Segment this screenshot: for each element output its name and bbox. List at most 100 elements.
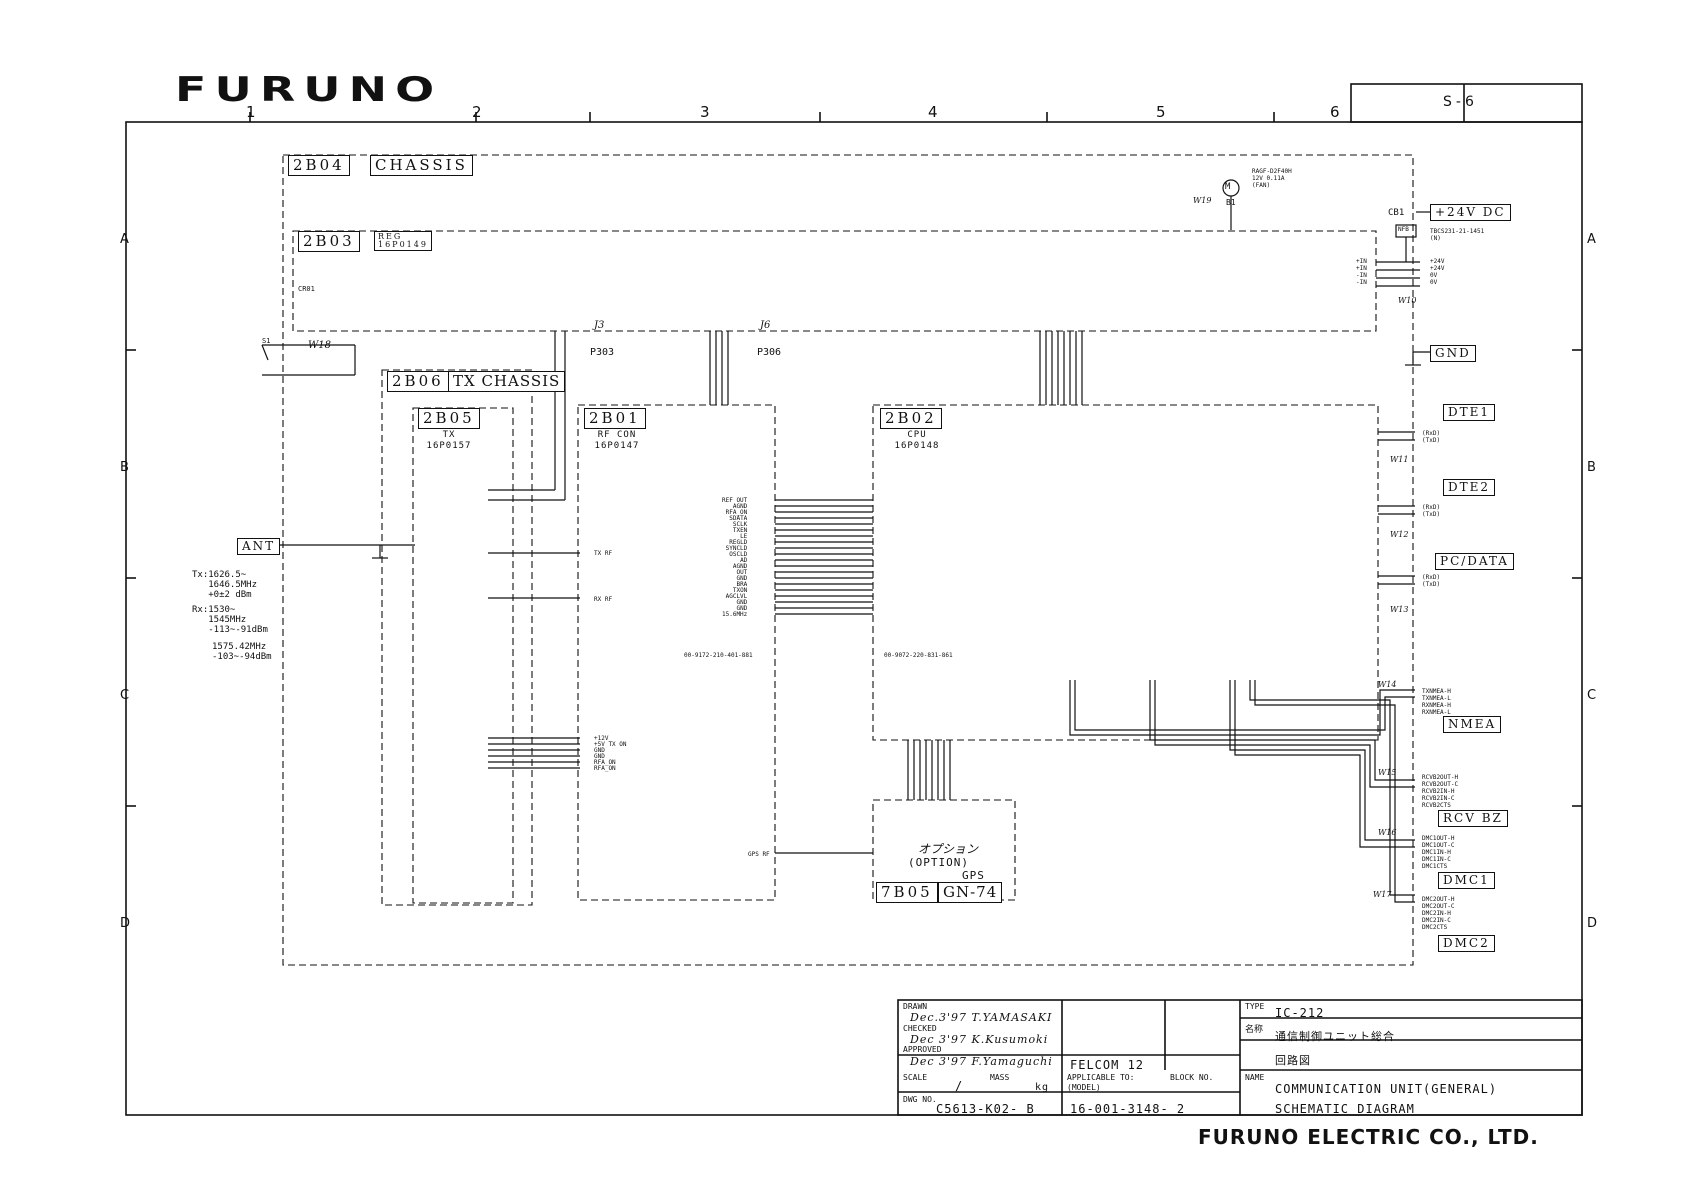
gps-name: GN-74	[938, 882, 1003, 903]
conn-p306: P306	[757, 347, 782, 358]
tb-name: COMMUNICATION UNIT(GENERAL)	[1275, 1082, 1498, 1096]
grid-row-c-left: C	[120, 688, 130, 703]
tx-power-pins: +12V +5V TX ON GND GND RFA_ON RFA_ON	[594, 735, 627, 772]
port-ant: ANT	[237, 538, 281, 555]
tx-name: TX	[442, 430, 456, 440]
conn-w10: W10	[1398, 296, 1417, 305]
gps-option-jp: オプション	[918, 842, 979, 856]
tb-scale-label: SCALE	[903, 1073, 928, 1082]
tb-mass-label: MASS	[990, 1073, 1010, 1082]
cb-spec: TBCS231-21-1451 (N)	[1430, 228, 1485, 242]
txchassis-boundary	[381, 369, 533, 906]
grid-row-d-left: D	[120, 916, 131, 931]
conn-w18: W18	[308, 340, 332, 351]
tb-scale: /	[955, 1079, 964, 1093]
sheet-number: S-6	[1443, 94, 1478, 110]
drawing-frame	[125, 121, 1583, 1116]
conn-cr1: CR01	[298, 285, 315, 293]
tb-dwg-no: C5613-K02- B	[936, 1102, 1035, 1116]
dte2-signals: (RxD) (TxD)	[1422, 504, 1441, 518]
conn-b1: B1	[1226, 198, 1236, 207]
conn-w14: W14	[1378, 680, 1397, 689]
port-gnd: GND	[1430, 345, 1476, 362]
rfcon-signal-list: REF OUT AGND RFA_ON SDATA SCLK TXEN LE R…	[722, 497, 748, 618]
grid-row-c-right: C	[1587, 688, 1597, 703]
furuno-logo: FURUNO	[175, 70, 443, 110]
tb-type-label: TYPE	[1245, 1002, 1265, 1011]
conn-w16: W16	[1378, 828, 1397, 837]
rfcon-part: 16P0147	[594, 441, 640, 451]
tb-applicable-label: APPLICABLE TO: (MODEL)	[1067, 1073, 1135, 1092]
grid-col-5: 5	[1156, 103, 1166, 121]
dc-values: +24V +24V 0V 0V	[1430, 258, 1445, 286]
conn-j3: J3	[594, 320, 605, 331]
pcdata-signals: (RxD) (TxD)	[1422, 574, 1441, 588]
rcv-signals: RCVB2OUT-H RCVB2OUT-C RCVB2IN-H RCVB2IN-…	[1422, 774, 1459, 809]
conn-w17: W17	[1373, 890, 1392, 899]
dmc2-signals: DMC2OUT-H DMC2OUT-C DMC2IN-H DMC2IN-C DM…	[1422, 896, 1455, 931]
cpu-id: 2B02	[880, 408, 942, 429]
grid-row-d-right: D	[1587, 916, 1598, 931]
gps-label: GPS	[962, 869, 985, 882]
conn-w19: W19	[1193, 196, 1212, 205]
fan-motor-icon: M	[1225, 182, 1231, 192]
conn-cb1: CB1	[1388, 208, 1405, 218]
grid-col-2: 2	[472, 103, 482, 121]
conn-w12: W12	[1390, 530, 1409, 539]
conn-p303: P303	[590, 347, 615, 358]
reg-id: 2B03	[298, 231, 360, 252]
port-24v-dc: +24V DC	[1430, 204, 1511, 221]
tx-id: 2B05	[418, 408, 480, 429]
port-pc-data: PC/DATA	[1435, 553, 1514, 570]
cpu-partno: 00-9072-220-831-861	[884, 652, 953, 659]
grid-col-6: 6	[1330, 103, 1340, 121]
port-dte1: DTE1	[1443, 404, 1496, 421]
reg-part: 16P0149	[378, 240, 428, 249]
grid-row-a-right: A	[1587, 232, 1596, 247]
tb-name-jp-label: 名称	[1245, 1025, 1264, 1035]
tb-type: IC-212	[1275, 1006, 1325, 1020]
chassis-boundary	[282, 154, 1414, 966]
tb-drawn: Dec.3'97 T.YAMASAKI	[910, 1011, 1053, 1024]
grid-col-3: 3	[700, 103, 710, 121]
dc-pins: +IN +IN -IN -IN	[1356, 258, 1367, 286]
port-dte2: DTE2	[1443, 479, 1496, 496]
conn-w11: W11	[1390, 455, 1409, 464]
grid-row-b-left: B	[120, 460, 129, 475]
grid-row-a-left: A	[120, 232, 129, 247]
grid-col-1: 1	[246, 103, 256, 121]
txchassis-id: 2B06	[387, 371, 449, 392]
rfcon-partno: 00-9172-210-401-881	[684, 652, 753, 659]
chassis-id: 2B04	[288, 155, 350, 176]
conn-w15: W15	[1378, 768, 1397, 777]
company-name: FURUNO ELECTRIC CO., LTD.	[1198, 1125, 1539, 1149]
chassis-name: CHASSIS	[370, 155, 473, 176]
grid-col-4: 4	[928, 103, 938, 121]
gps-id: 7B05	[876, 882, 938, 903]
rfcon-id: 2B01	[584, 408, 646, 429]
port-dmc2: DMC2	[1438, 935, 1495, 952]
sheet-box	[1350, 83, 1583, 123]
spec-gps: 1575.42MHz -103~-94dBm	[212, 642, 272, 662]
reg-label: REG 16P0149	[374, 231, 432, 251]
dte1-signals: (RxD) (TxD)	[1422, 430, 1441, 444]
reg-boundary	[292, 230, 1377, 332]
tb-block-label: BLOCK NO.	[1170, 1073, 1214, 1082]
tx-part: 16P0157	[426, 441, 472, 451]
cpu-name: CPU	[907, 430, 927, 440]
tb-kind: SCHEMATIC DIAGRAM	[1275, 1102, 1415, 1116]
tb-mass: kg	[1035, 1082, 1050, 1093]
conn-s1: S1	[262, 337, 271, 345]
tb-block-no: 16-001-3148- 2	[1070, 1102, 1186, 1116]
txchassis-name: TX CHASSIS	[448, 371, 566, 392]
tb-model: FELCOM 12	[1070, 1058, 1145, 1072]
dmc1-signals: DMC1OUT-H DMC1OUT-C DMC1IN-H DMC1IN-C DM…	[1422, 835, 1455, 870]
tb-approved: Dec 3'97 F.Yamaguchi	[910, 1055, 1053, 1068]
fan-spec: RAGF-D2F40H 12V 0.11A (FAN)	[1252, 168, 1292, 189]
conn-nfb: NFB	[1398, 226, 1409, 233]
rfcon-name: RF CON	[597, 430, 637, 440]
gps-option: (OPTION)	[908, 856, 969, 869]
nmea-signals: TXNMEA-H TXNMEA-L RXNMEA-H RXNMEA-L	[1422, 688, 1451, 716]
tb-drawn-label: DRAWN	[903, 1002, 928, 1011]
